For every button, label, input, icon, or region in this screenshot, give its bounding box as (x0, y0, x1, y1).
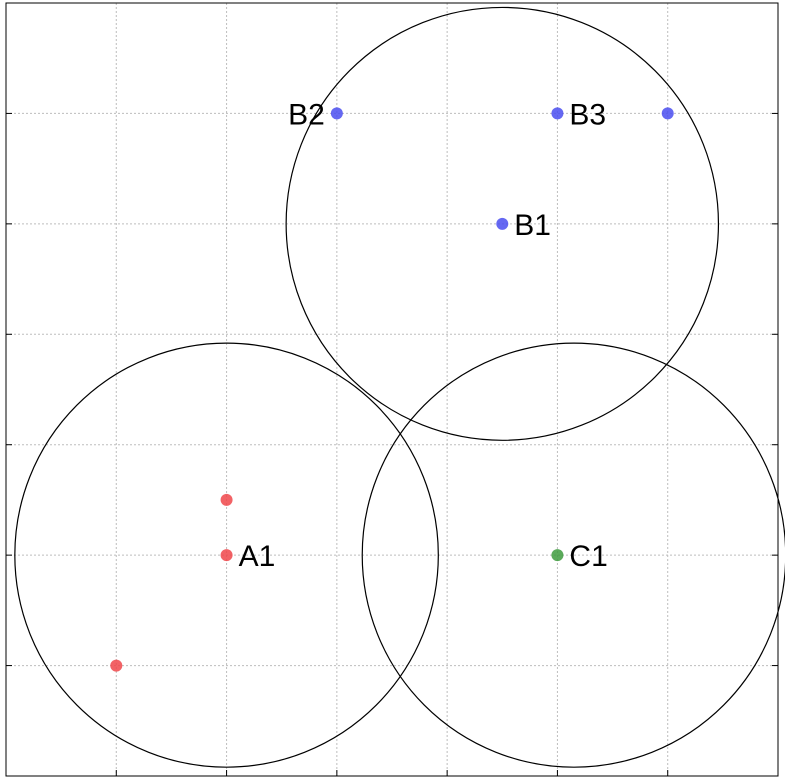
data-point (330, 107, 343, 120)
axis-ticks (6, 112, 778, 776)
plot-frame (5, 2, 779, 777)
cluster-circle (285, 6, 720, 441)
point-label: B2 (288, 98, 325, 131)
data-point (551, 549, 564, 562)
point-label: A1 (239, 540, 276, 573)
cluster-circle (14, 342, 439, 768)
point-label: B1 (514, 209, 551, 242)
point-label: C1 (569, 540, 607, 573)
grid-lines (6, 3, 778, 776)
data-point (496, 217, 509, 230)
data-point (220, 493, 233, 506)
data-point (661, 107, 674, 120)
data-points (110, 107, 674, 672)
data-point (220, 549, 233, 562)
cluster-circles (14, 6, 785, 768)
cluster-circle (361, 342, 785, 768)
data-point (110, 659, 123, 672)
data-point (551, 107, 564, 120)
point-label: B3 (569, 98, 606, 131)
